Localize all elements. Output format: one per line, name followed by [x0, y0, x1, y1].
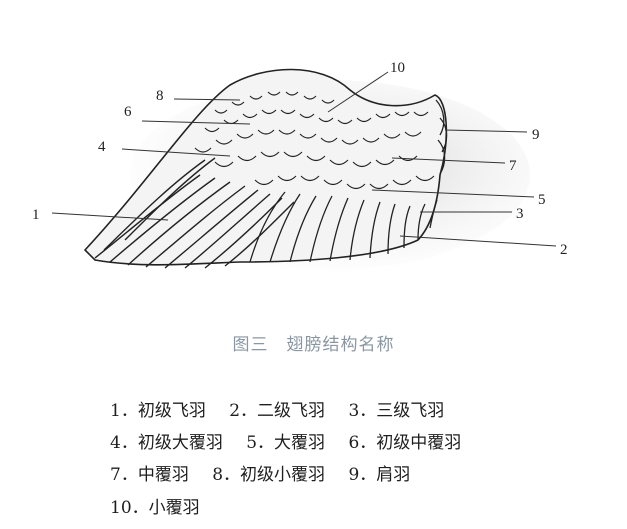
covert-scales	[194, 91, 435, 190]
label-9: 9	[532, 127, 540, 143]
secondary-feathers	[249, 191, 438, 263]
wing-diagram: 1 2 3 4 5 6 7 8 9 10	[32, 60, 568, 270]
legend-item: 1．初级飞羽	[110, 401, 206, 421]
primary-feathers	[94, 157, 295, 269]
scapular-feathers	[435, 99, 448, 175]
legend-item: 6．初级中覆羽	[348, 433, 462, 453]
legend-item: 4．初级大覆羽	[110, 433, 223, 453]
figure-caption: 图三 翅膀结构名称	[232, 335, 395, 355]
label-3: 3	[516, 206, 524, 222]
legend-item: 9．肩羽	[348, 465, 411, 485]
label-1: 1	[32, 207, 40, 223]
label-8: 8	[156, 88, 164, 104]
legend-item: 7．中覆羽	[110, 465, 189, 485]
legend-item: 8．初级小覆羽	[212, 465, 326, 485]
legend-item: 2．二级飞羽	[229, 401, 326, 421]
label-2: 2	[560, 242, 568, 258]
label-4: 4	[98, 139, 106, 155]
legend-row-3: 7．中覆羽 8．初级小覆羽 9．肩羽	[110, 460, 428, 485]
label-7: 7	[509, 158, 517, 174]
legend-item: 10．小覆羽	[110, 498, 200, 518]
legend-item: 3．三级飞羽	[348, 401, 445, 421]
wing-outline	[83, 68, 448, 266]
label-6: 6	[124, 104, 132, 120]
legend-item: 5．大覆羽	[246, 433, 326, 453]
label-5: 5	[538, 192, 546, 208]
leader-lines	[51, 71, 557, 247]
label-10: 10	[390, 60, 405, 76]
legend-row-1: 1．初级飞羽 2．二级飞羽 3．三级飞羽	[110, 396, 462, 421]
legend-row-4: 10．小覆羽	[110, 493, 218, 518]
legend-row-2: 4．初级大覆羽 5．大覆羽 6．初级中覆羽	[110, 428, 479, 453]
